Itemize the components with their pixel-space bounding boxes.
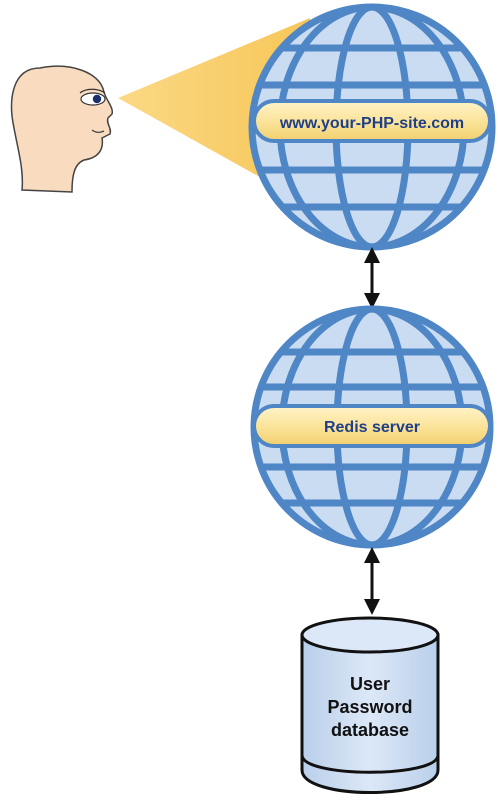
database-cylinder-icon [300,616,440,794]
redis-label-band: Redis server [252,404,492,448]
face-icon [10,65,114,193]
arrow-website-redis [364,247,380,309]
website-label: www.your-PHP-site.com [279,115,464,132]
database-label-line-1: User [350,674,390,694]
website-label-band: www.your-PHP-site.com [252,99,492,143]
arrow-redis-database [364,547,380,615]
database-label-line-3: database [331,720,409,740]
redis-label: Redis server [324,419,420,436]
database-label-line-2: Password [327,697,412,717]
